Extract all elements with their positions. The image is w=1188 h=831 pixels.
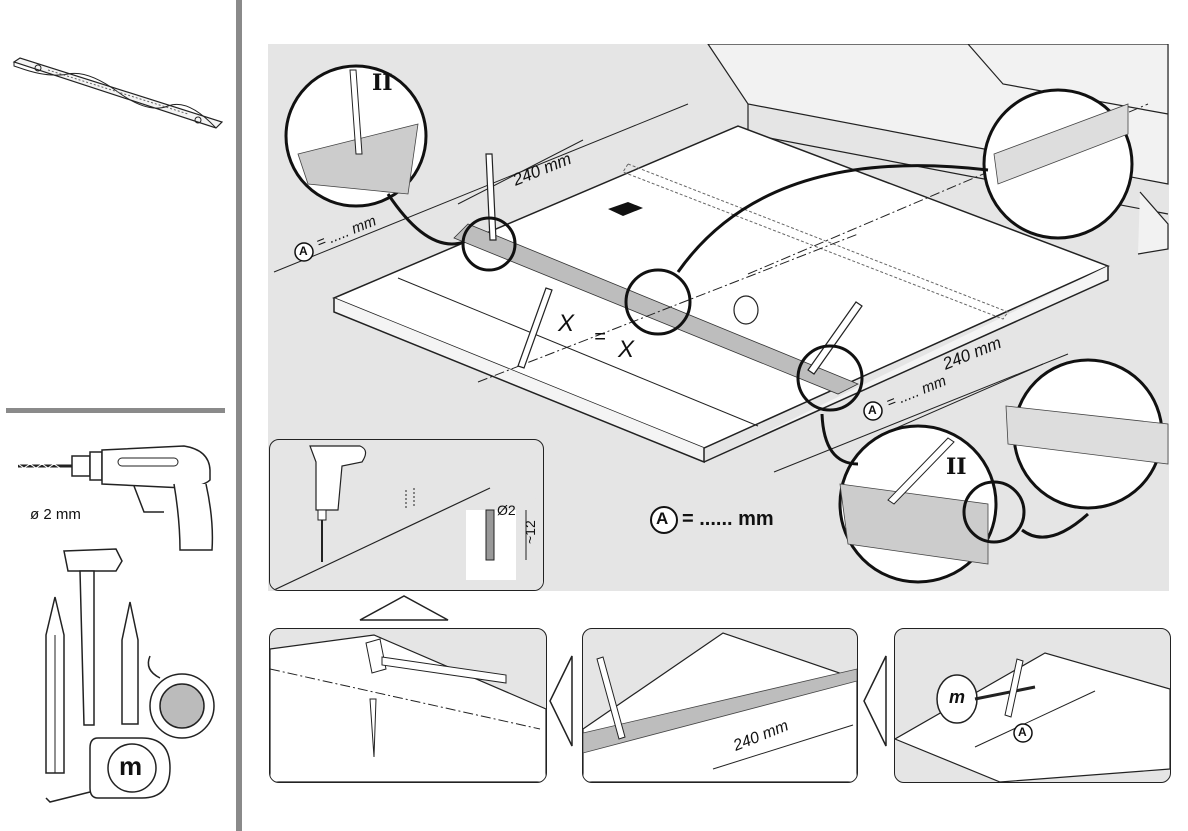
x-equals: =: [594, 326, 606, 348]
tape-measure-icon: [45, 737, 171, 803]
drill-detail-drawing: [270, 445, 543, 590]
center-punch-icon: [121, 601, 139, 725]
drill-diameter-label: Ø2: [497, 502, 516, 518]
tape-measure-letter: m: [119, 751, 143, 781]
tape-letter-small: m: [949, 687, 966, 707]
step-panel-mark-drawing: [583, 632, 857, 782]
roman-label-right: II: [946, 454, 967, 480]
sidebar: ø 2 mm m: [0, 0, 236, 831]
main-diagram: 240 mm 240 mm A = ..... mm A = ..... mm …: [268, 44, 1169, 591]
drill-depth-label: ~12: [522, 520, 538, 544]
x-label-right: X: [618, 336, 635, 363]
vertical-separator: [236, 0, 242, 831]
circled-a-right: A: [868, 403, 877, 417]
left-arrow-icon-2: [863, 655, 887, 747]
drill-detail-panel: Ø2 ~12: [269, 439, 544, 591]
hammer-icon: [63, 548, 123, 726]
main-diagram-drawing: [273, 44, 1169, 584]
step-panel-punch-drawing: [270, 634, 546, 782]
up-arrow-icon: [359, 595, 449, 621]
step-panel-measure: m A: [894, 628, 1171, 783]
step-panel-mark: 240 mm: [582, 628, 858, 783]
a-equation-letter: A: [656, 509, 669, 528]
left-arrow-icon: [549, 655, 573, 747]
roman-label-left: II: [372, 70, 393, 96]
circled-a-left: A: [299, 244, 308, 258]
circled-a-step: A: [1018, 725, 1027, 739]
tape-roll-icon: [147, 655, 215, 739]
step-panel-measure-drawing: [895, 652, 1170, 782]
drill-size-label: ø 2 mm: [30, 506, 81, 523]
a-equation: = ...... mm: [682, 508, 774, 530]
drill-icon: [17, 445, 214, 551]
x-label-left: X: [558, 310, 575, 337]
sidebar-divider: [6, 408, 225, 413]
mounting-strip-template: [12, 57, 224, 129]
pencil-icon: [45, 596, 65, 774]
step-panel-punch: [269, 628, 547, 783]
